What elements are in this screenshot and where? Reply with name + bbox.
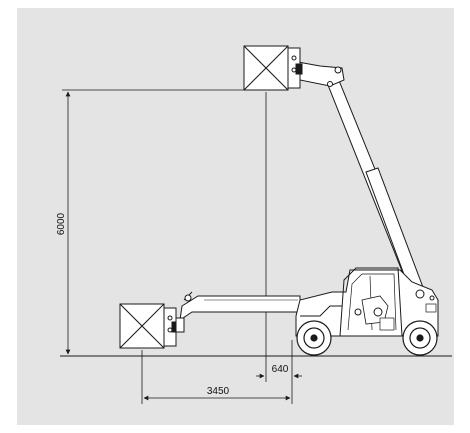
overhang-dimension: 640 — [256, 364, 302, 379]
raised-load — [243, 45, 303, 91]
rear-wheel — [402, 320, 438, 356]
height-dimension: 6000 — [56, 89, 250, 355]
telehandler-body — [295, 267, 439, 337]
raised-boom — [297, 61, 425, 297]
reach-dimension: 3450 — [143, 386, 291, 401]
lowered-boom — [179, 291, 301, 322]
lowered-load — [119, 303, 185, 349]
front-wheel — [296, 320, 332, 356]
overhang-dimension-label: 640 — [272, 364, 289, 375]
height-dimension-label: 6000 — [56, 212, 67, 235]
reach-dimension-label: 3450 — [207, 386, 230, 397]
